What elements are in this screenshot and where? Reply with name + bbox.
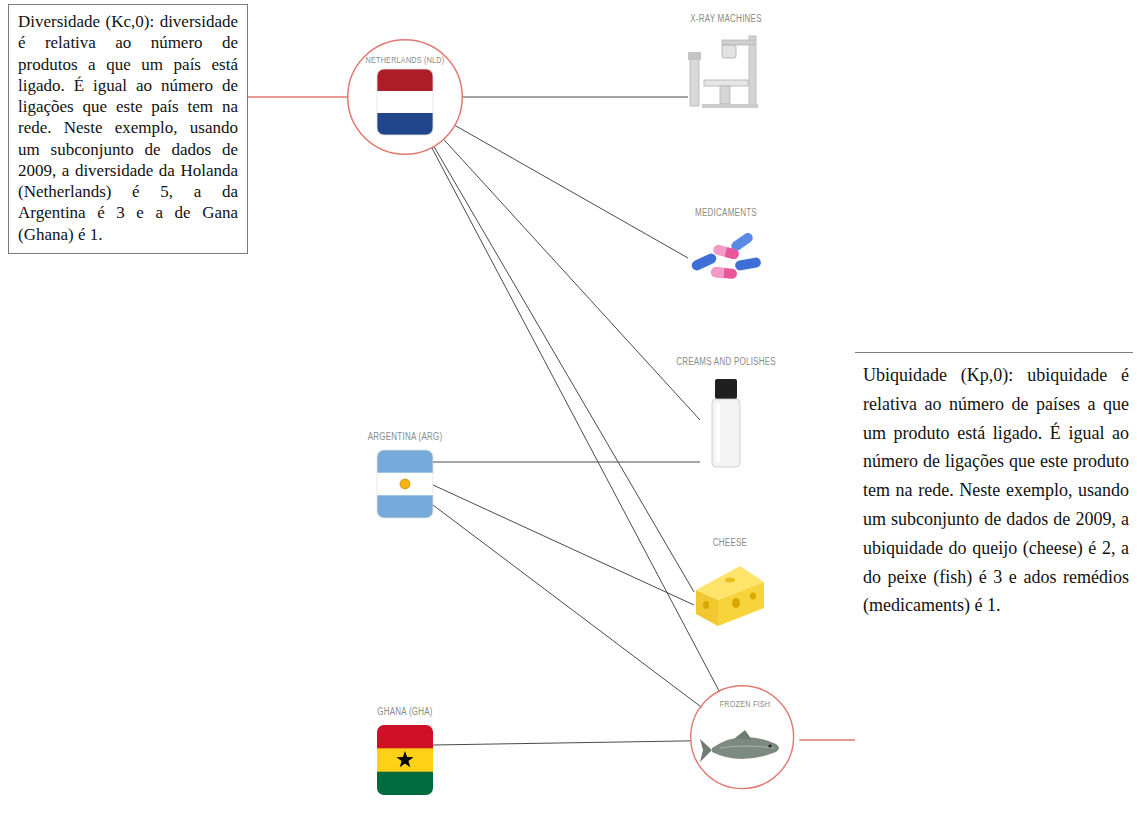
bottle-icon (712, 399, 740, 467)
pills-icon (725, 247, 732, 258)
trade-link (433, 462, 700, 463)
x-ray-machine-icon (688, 36, 758, 108)
product-node: X-RAY MACHINES (688, 32, 764, 110)
argentina-flag (377, 450, 433, 518)
definition-callout: Diversidade (Kc,0): diversidade é relati… (8, 4, 248, 254)
product-label: CHEESE (713, 537, 747, 549)
cheese-icon (732, 598, 740, 608)
definition-text: Ubiquidade (Kp,0): ubiquidade é relativa… (863, 361, 1129, 620)
trade-link (433, 505, 702, 707)
netherlands-flag (377, 69, 433, 135)
product-node: CHEESE (694, 556, 766, 628)
x-ray-machine-icon (722, 45, 736, 58)
bottle-icon (716, 404, 720, 462)
definition-callout: Ubiquidade (Kp,0): ubiquidade é relativa… (855, 352, 1133, 807)
product-node: CREAMS AND POLISHES (700, 375, 752, 471)
cheese-icon (750, 593, 756, 600)
netherlands-flag (377, 69, 433, 135)
country-label: GHANA (GHA) (377, 706, 433, 718)
fish-icon (700, 739, 712, 762)
product-label: FROZEN FISH (720, 699, 771, 710)
bottle-icon (715, 379, 737, 399)
pills-icon (712, 244, 740, 260)
x-ray-machine-icon (749, 36, 756, 106)
fish-icon (700, 730, 779, 762)
country-node: ARGENTINA (ARG) (377, 450, 433, 518)
circle-outline (348, 40, 463, 155)
x-ray-machine-icon (702, 104, 758, 108)
trade-link (462, 97, 688, 98)
fish-icon (720, 746, 774, 748)
product-circle: FROZEN FISH (690, 685, 800, 795)
x-ray-machine-icon (720, 86, 730, 104)
netherlands-flag (377, 91, 433, 113)
circle-outline (691, 686, 794, 789)
ghana-flag (377, 748, 433, 771)
argentina-flag (377, 450, 433, 518)
pills-icon (734, 257, 761, 271)
cheese-icon (718, 582, 764, 626)
cheese-icon (725, 578, 735, 583)
argentina-flag (377, 473, 433, 496)
x-ray-machine-icon (704, 80, 748, 86)
country-node: GHANA (GHA) (377, 725, 433, 795)
pills-icon (712, 244, 740, 260)
fish-icon (735, 730, 752, 740)
argentina-flag (400, 479, 410, 489)
x-ray-machine-icon (722, 40, 754, 45)
product-node: MEDICAMENTS (688, 226, 764, 284)
cheese-icon (696, 566, 764, 626)
pills-icon (711, 267, 738, 279)
product-label: MEDICAMENTS (695, 207, 757, 219)
country-circle: NETHERLANDS (NLD) (347, 39, 463, 155)
country-label: ARGENTINA (ARG) (368, 431, 443, 443)
pills-icon (711, 267, 725, 278)
fish-icon (768, 744, 771, 747)
cheese-icon (703, 601, 709, 609)
pills-icon (690, 231, 762, 279)
pills-icon (711, 267, 738, 279)
callout-leader (799, 739, 855, 741)
definition-text: Diversidade (Kc,0): diversidade é relati… (18, 11, 238, 245)
trade-link (444, 139, 700, 420)
bottle-icon (712, 379, 740, 467)
trade-link (433, 741, 691, 745)
product-label: X-RAY MACHINES (690, 13, 762, 25)
trade-link (455, 125, 688, 258)
trade-link (432, 148, 720, 692)
pills-icon (719, 268, 725, 278)
country-label: NETHERLANDS (NLD) (366, 55, 445, 66)
callout-leader (248, 96, 348, 98)
trade-link (434, 146, 694, 592)
ghana-flag (377, 725, 433, 795)
fish-icon (712, 737, 779, 759)
ghana-flag (396, 751, 413, 767)
pills-icon (734, 257, 761, 271)
trade-link (433, 485, 694, 605)
cheese-icon (696, 590, 718, 626)
x-ray-machine-icon (688, 52, 701, 60)
x-ray-machine-icon (690, 58, 699, 106)
pills-icon (725, 247, 740, 260)
product-label: CREAMS AND POLISHES (676, 356, 776, 368)
